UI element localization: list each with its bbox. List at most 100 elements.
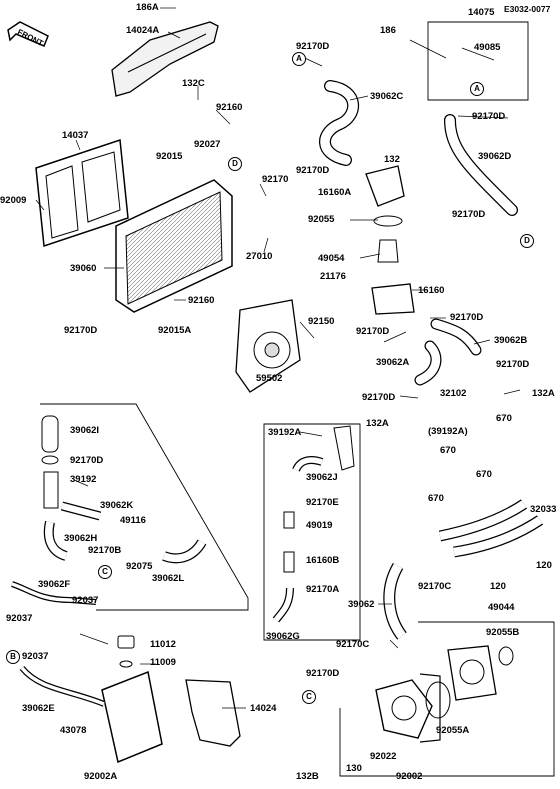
part-label-132: 132 <box>384 154 400 165</box>
ref-circle-b-left: B <box>6 650 20 664</box>
part-label-92160b: 92160 <box>188 295 215 306</box>
part-label-120-b: 120 <box>490 581 506 592</box>
part-label-670-c: 670 <box>476 469 492 480</box>
part-label-39062I: 39062I <box>70 425 100 436</box>
part-label-92027: 92027 <box>194 139 221 150</box>
part-label-92170D-r3: 92170D <box>496 359 530 370</box>
part-label-39062H: 39062H <box>64 533 98 544</box>
part-label-92037-b: 92037 <box>6 613 33 624</box>
part-label-186A: 186A <box>136 2 159 13</box>
part-label-21176: 21176 <box>320 271 346 282</box>
part-label-92170D-left: 92170D <box>64 325 98 336</box>
part-label-39062D: 39062D <box>478 151 512 162</box>
part-label-670-d: 670 <box>428 493 444 504</box>
part-label-92170D-b: 92170D <box>306 668 340 679</box>
ref-circle-a-top: A <box>292 52 306 66</box>
part-label-39192A-paren: (39192A) <box>428 426 468 437</box>
part-label-49116: 49116 <box>120 515 146 526</box>
part-label-670-a: 670 <box>496 413 512 424</box>
part-label-186: 186 <box>380 25 396 36</box>
reservoir-tank <box>101 635 163 764</box>
part-label-14075: 14075 <box>468 7 495 18</box>
radiator-screen <box>35 138 129 248</box>
part-label-92170D-tr2: 92170D <box>452 209 486 220</box>
part-label-39062J: 39062J <box>306 472 338 483</box>
part-label-132A-right: 132A <box>532 388 555 399</box>
ref-circle-d-right: D <box>520 234 534 248</box>
part-label-92170C-b: 92170C <box>336 639 370 650</box>
part-label-92170A: 92170A <box>306 584 340 595</box>
part-label-132B: 132B <box>296 771 319 782</box>
part-label-39062A: 39062A <box>376 357 410 368</box>
part-label-120-a: 120 <box>536 560 552 571</box>
part-label-92170: 92170 <box>262 174 289 185</box>
pump-cover <box>447 645 497 701</box>
water-pump <box>375 673 441 743</box>
radiator <box>115 179 233 313</box>
part-label-92170D-l2: 92170D <box>70 455 104 466</box>
group-frame-right-bottom <box>339 621 555 777</box>
part-label-92160: 92160 <box>216 102 243 113</box>
part-label-39062F: 39062F <box>38 579 71 590</box>
part-label-39062: 39062 <box>348 599 375 610</box>
part-label-132C: 132C <box>182 78 205 89</box>
part-label-11009: 11009 <box>150 657 176 668</box>
thermostat-housing <box>365 165 415 315</box>
leader-lines <box>35 7 521 709</box>
part-label-39192: 39192 <box>70 474 97 485</box>
part-label-92037-c: 92037 <box>22 651 49 662</box>
group-frame-top-right <box>427 21 529 101</box>
part-label-92002: 92002 <box>396 771 423 782</box>
part-label-39062E: 39062E <box>22 703 55 714</box>
part-label-92055: 92055 <box>308 214 335 225</box>
part-label-92170C: 92170C <box>418 581 452 592</box>
part-label-39062G: 39062G <box>266 631 300 642</box>
o-ring-92055B <box>498 646 514 666</box>
diagram-code: E3032-0077 <box>504 4 551 14</box>
part-label-92075: 92075 <box>126 561 153 572</box>
hose-16160B <box>283 551 295 573</box>
part-label-27010: 27010 <box>246 251 273 262</box>
cooling-fan <box>235 299 301 393</box>
part-label-16160A: 16160A <box>318 187 352 198</box>
ref-circle-c-left: C <box>98 565 112 579</box>
part-label-92002A: 92002A <box>84 771 118 782</box>
part-label-92170D-r2: 92170D <box>356 326 390 337</box>
part-label-92055A: 92055A <box>436 725 470 736</box>
part-label-39062L: 39062L <box>152 573 185 584</box>
part-label-92170D-top: 92170D <box>296 41 330 52</box>
part-label-49085: 49085 <box>474 42 501 53</box>
part-label-49019: 49019 <box>306 520 333 531</box>
part-label-92170D-r1: 92170D <box>450 312 484 323</box>
part-label-39192A: 39192A <box>268 427 302 438</box>
group-frame-left <box>40 403 249 611</box>
tank-cover <box>185 679 241 747</box>
part-label-49054: 49054 <box>318 253 345 264</box>
ref-circle-c-bottom: C <box>302 690 316 704</box>
pipe-39192A <box>333 425 355 471</box>
part-label-16160B: 16160B <box>306 555 340 566</box>
hose-39062I <box>41 415 59 453</box>
part-label-14024A: 14024A <box>126 25 160 36</box>
part-label-32102: 32102 <box>440 388 467 399</box>
part-label-39062K: 39062K <box>100 500 134 511</box>
part-label-49044: 49044 <box>488 602 515 613</box>
part-label-39062B: 39062B <box>494 335 528 346</box>
part-label-92170E: 92170E <box>306 497 339 508</box>
part-label-132A-left: 132A <box>366 418 389 429</box>
o-ring-92055A <box>425 681 451 719</box>
part-label-43078: 43078 <box>60 725 87 736</box>
part-label-16160: 16160 <box>418 285 445 296</box>
part-label-92170D-tr: 92170D <box>472 111 506 122</box>
part-label-39060: 39060 <box>70 263 97 274</box>
part-label-92022: 92022 <box>370 751 397 762</box>
part-label-14024: 14024 <box>250 703 277 714</box>
part-label-92170D-r4: 92170D <box>362 392 396 403</box>
part-label-39062C: 39062C <box>370 91 404 102</box>
part-label-670-b: 670 <box>440 445 456 456</box>
pipe-39192 <box>43 471 59 509</box>
part-label-92009: 92009 <box>0 195 27 206</box>
part-label-11012: 11012 <box>150 639 176 650</box>
part-label-14037: 14037 <box>62 130 89 141</box>
